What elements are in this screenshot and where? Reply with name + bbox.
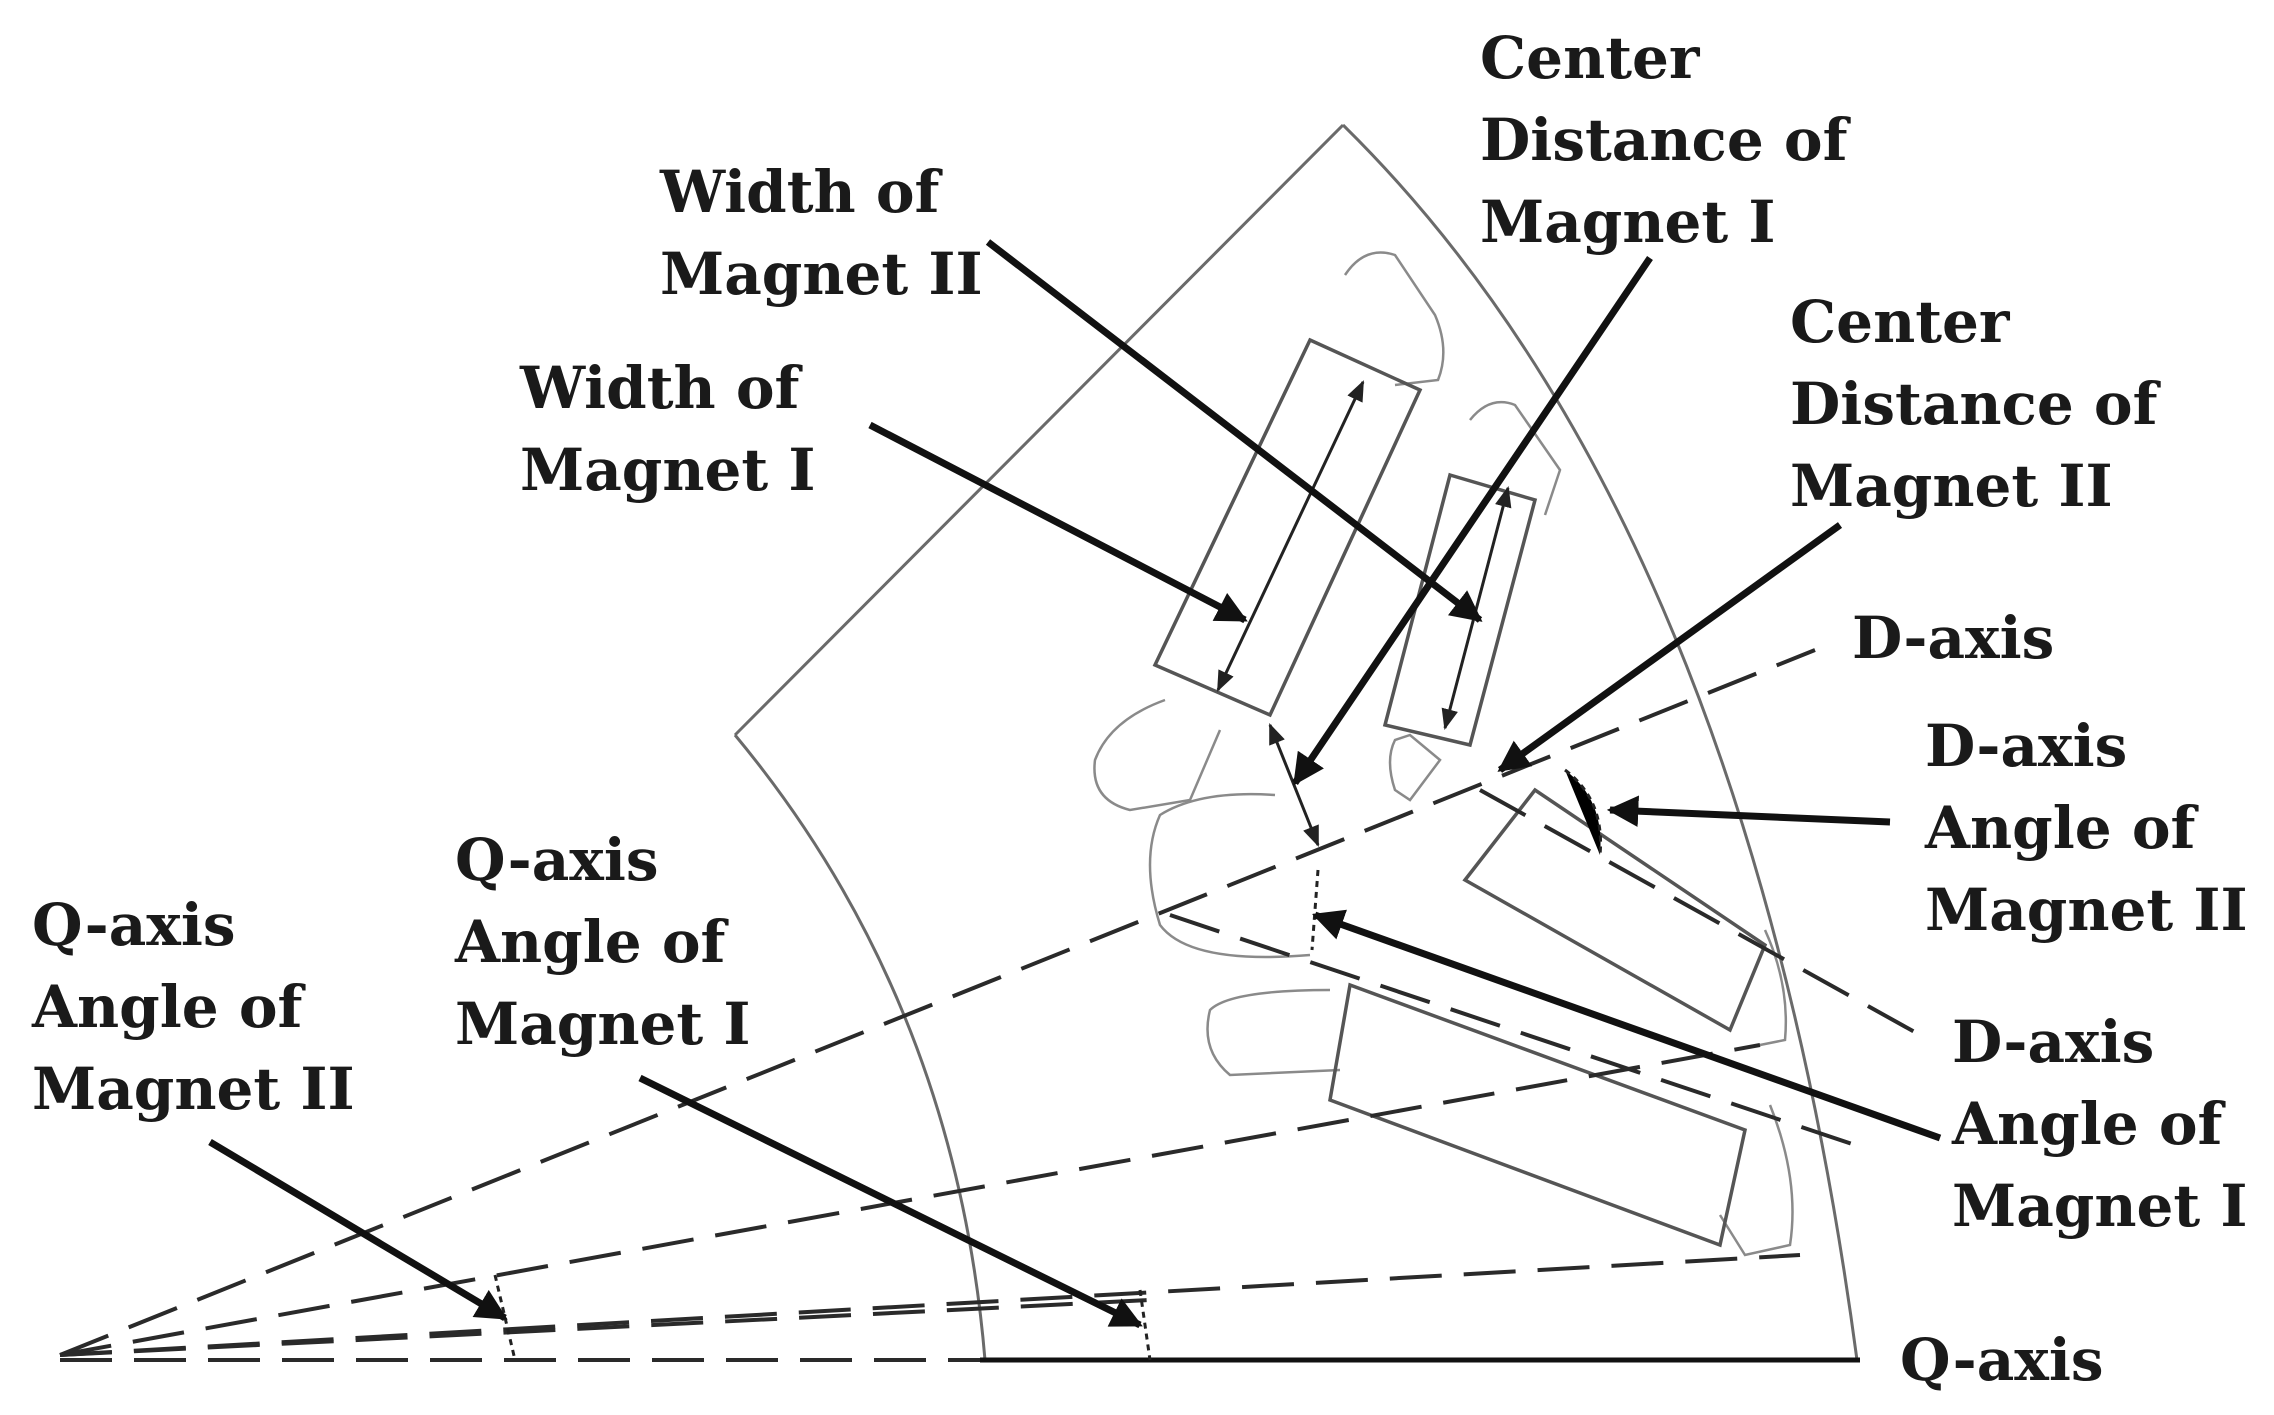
d-angle-1-marker [1310, 869, 1320, 951]
magnet-2-edge-line [59, 1253, 1801, 1357]
label-center-distance-magnet-1-line-2: Distance of [1480, 106, 1852, 174]
slot-middle-left [1148, 792, 1311, 959]
label-q-axis-angle-magnet-2-line-3: Magnet II [32, 1055, 355, 1123]
label-center-distance-magnet-2-line-1: Center [1790, 288, 2011, 356]
label-q-axis-angle-magnet-2-line-2: Angle of [31, 973, 307, 1041]
label-width-magnet-2-line-2: Magnet II [660, 240, 983, 308]
arrow-q-axis-angle-magnet-2 [208, 1138, 508, 1322]
label-center-distance-magnet-1-line-3: Magnet I [1480, 188, 1776, 256]
rotor-outer-arc [1341, 123, 1859, 1361]
slot-middle-small [1388, 733, 1442, 802]
magnet-1-upper [1152, 337, 1423, 718]
slot-right-bottom [1718, 1104, 1794, 1257]
arrow-center-distance-magnet-1 [1292, 256, 1653, 786]
arrow-d-axis-angle-magnet-2 [1606, 795, 1891, 827]
width-magnet-1-dimension [1216, 380, 1365, 692]
center-distance-1-dimension [1268, 723, 1320, 847]
label-d-axis-angle-magnet-2-line-3: Magnet II [1925, 876, 2248, 944]
label-q-axis: Q-axis [1900, 1326, 2104, 1394]
magnet-1-edge-line [59, 1043, 1761, 1357]
width-magnet-2-dimension [1441, 485, 1512, 731]
label-d-axis-angle-magnet-1-line-2: Angle of [1951, 1090, 2227, 1158]
label-width-magnet-2: Width of Magnet II [659, 158, 983, 308]
q-angle-2-marker [493, 1274, 517, 1361]
arrow-width-magnet-2 [985, 239, 1483, 623]
d-angle-2-arc [1564, 768, 1603, 856]
slot-upper-outer [1343, 251, 1445, 387]
label-q-axis-angle-magnet-1: Q-axis Angle of Magnet I [454, 826, 751, 1058]
label-center-distance-magnet-2-line-3: Magnet II [1790, 452, 2113, 520]
label-width-magnet-1: Width of Magnet I [519, 354, 820, 504]
label-d-axis-angle-magnet-2: D-axis Angle of Magnet II [1924, 712, 2248, 944]
label-q-axis-angle-magnet-2: Q-axis Angle of Magnet II [31, 891, 355, 1123]
label-d-axis-angle-magnet-1: D-axis Angle of Magnet I [1951, 1008, 2248, 1240]
label-d-axis: D-axis [1852, 604, 2054, 672]
magnet-2-upper [1382, 472, 1538, 748]
rotor-side-edge [733, 123, 1345, 737]
leader-arrows [208, 239, 1942, 1329]
label-q-axis-angle-magnet-2-line-1: Q-axis [32, 891, 236, 959]
q-axis-offset-line [59, 1298, 1151, 1357]
label-d-axis-angle-magnet-1-line-3: Magnet I [1952, 1172, 2248, 1240]
slot-upper-left [1093, 698, 1222, 812]
arrow-q-axis-angle-magnet-1 [638, 1074, 1143, 1329]
rotor-inner-arc [733, 734, 987, 1361]
label-q-axis-angle-magnet-1-line-3: Magnet I [455, 990, 751, 1058]
slot-upper-right [1469, 400, 1562, 516]
arrow-d-axis-angle-magnet-1 [1312, 909, 1942, 1142]
label-d-axis-angle-magnet-2-line-2: Angle of [1924, 794, 2200, 862]
label-center-distance-magnet-2-line-2: Distance of [1790, 370, 2162, 438]
magnet-2-lower [1462, 787, 1768, 1033]
magnet-1-lower [1328, 982, 1748, 1248]
label-d-axis-angle-magnet-1-line-1: D-axis [1952, 1008, 2154, 1076]
arrow-width-magnet-1 [868, 421, 1248, 624]
label-center-distance-magnet-1: Center Distance of Magnet I [1480, 24, 1868, 256]
label-q-axis-angle-magnet-1-line-1: Q-axis [455, 826, 659, 894]
label-q-axis-angle-magnet-1-line-2: Angle of [454, 908, 730, 976]
label-center-distance-magnet-2: Center Distance of Magnet II [1790, 288, 2178, 520]
label-width-magnet-1-line-1: Width of [519, 354, 804, 422]
label-d-axis-angle-magnet-2-line-1: D-axis [1925, 712, 2127, 780]
rotor-sector [733, 123, 1859, 1361]
label-center-distance-magnet-1-line-1: Center [1480, 24, 1701, 92]
slot-right-mid [1759, 929, 1788, 1047]
arrow-center-distance-magnet-2 [1497, 522, 1843, 773]
magnet-2-direction-line [1479, 788, 1921, 1037]
magnet-slots [1093, 251, 1794, 1257]
label-width-magnet-1-line-2: Magnet I [520, 436, 816, 504]
label-width-magnet-2-line-1: Width of [659, 158, 944, 226]
magnet-1-direction-line [1169, 913, 1871, 1152]
slot-lower-left [1206, 988, 1341, 1077]
